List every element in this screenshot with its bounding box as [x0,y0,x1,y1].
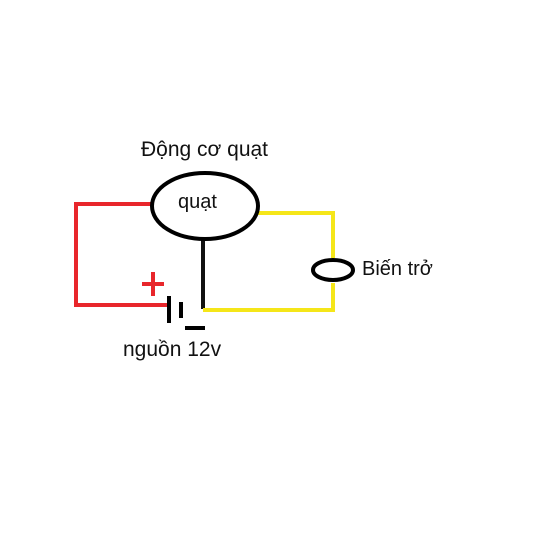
resistor-label: Biến trở [362,258,433,280]
positive-wire [74,202,168,307]
power-source-label: nguồn 12v [123,338,222,361]
resistor-wire-top [258,211,335,258]
motor-title-label: Động cơ quạt [141,138,269,161]
variable-resistor [311,258,355,282]
fan-motor [150,171,260,241]
fan-label: quạt [178,191,217,213]
resistor-wire-bottom [203,283,335,312]
